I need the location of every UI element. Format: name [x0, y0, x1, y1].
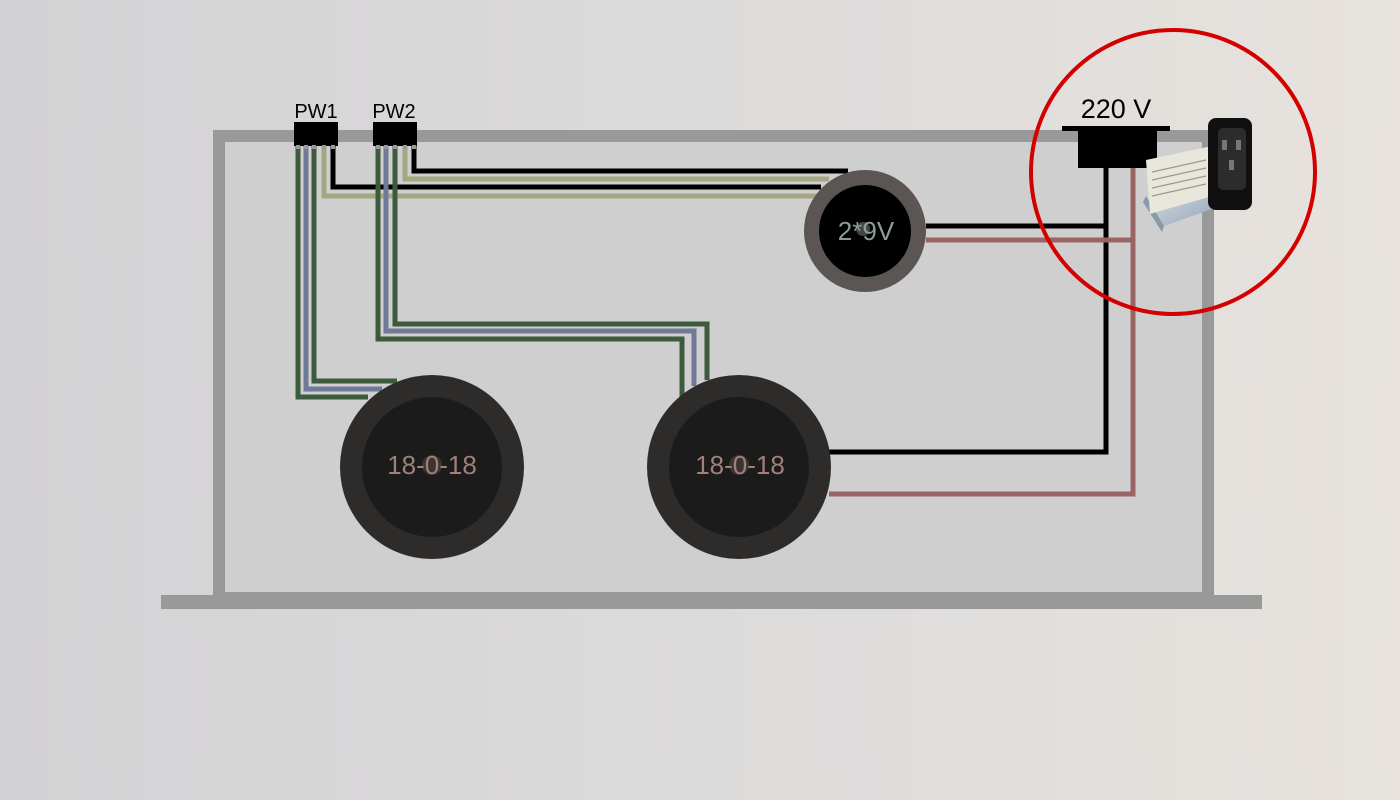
transformer-left-hub	[422, 455, 442, 475]
wire-pw1-green-outer	[295, 146, 368, 400]
mains-terminal-block	[1078, 126, 1157, 168]
wire-mains-red-trunk	[829, 168, 1136, 497]
transformer-small: 2*9V	[804, 170, 926, 292]
wire-pw2-blue	[383, 146, 697, 386]
connector-pw2: PW2	[372, 101, 417, 149]
wire-pw1-khaki	[321, 146, 833, 199]
wire-pw1-green-inner	[311, 146, 397, 384]
connector-pw2-body	[373, 122, 417, 146]
wire-pw2-khaki	[402, 146, 829, 182]
transformer-small-label: 2*9V	[838, 216, 895, 246]
connector-pw2-label: PW2	[372, 101, 415, 123]
transformer-right: 18-0-18	[647, 375, 831, 559]
mains-inlet: 220 V	[1029, 28, 1317, 316]
wire-pw1-black	[330, 146, 821, 190]
transformer-left: 18-0-18	[340, 375, 524, 559]
wire-pw2-green-outer	[375, 146, 685, 398]
enclosure-base	[161, 595, 1262, 609]
iec-inlet-filter-icon	[1143, 118, 1252, 232]
wire-pw1-blue	[303, 146, 382, 392]
mains-voltage-label: 220 V	[1081, 94, 1152, 124]
mains-highlight-ring	[1029, 28, 1317, 316]
connector-pw1-body	[294, 122, 338, 146]
wire-pw2-black	[411, 146, 848, 174]
transformer-left-label: 18-0-18	[387, 450, 477, 480]
wire-mains-black-trunk	[829, 168, 1109, 455]
transformer-small-hub	[856, 222, 870, 236]
wire-pw2-green-inner	[392, 146, 710, 380]
connector-pw1: PW1	[294, 101, 338, 149]
transformer-right-label: 18-0-18	[695, 450, 785, 480]
transformer-right-hub	[729, 455, 749, 475]
connector-pw1-label: PW1	[294, 101, 337, 123]
wires	[295, 146, 1136, 497]
